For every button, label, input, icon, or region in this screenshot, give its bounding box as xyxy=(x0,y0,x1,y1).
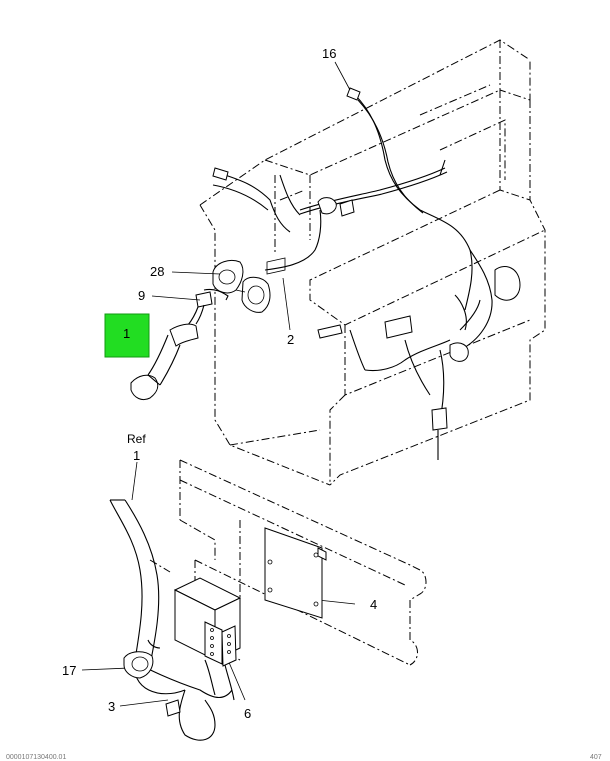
callout-2[interactable]: 2 xyxy=(287,332,294,347)
exhaust-flange-28 xyxy=(212,259,271,313)
callout-28[interactable]: 28 xyxy=(150,264,164,279)
callout-1-highlighted[interactable]: 1 xyxy=(123,326,130,341)
callout-3[interactable]: 3 xyxy=(108,699,115,714)
harness-wiring xyxy=(212,87,521,460)
bracket-plate-4 xyxy=(264,527,327,619)
footer-right-code: 407 xyxy=(590,754,602,761)
callout-6[interactable]: 6 xyxy=(244,706,251,721)
footer-left-code: 0000107130400.01 xyxy=(6,754,66,761)
engine-block-outline xyxy=(199,39,546,486)
callout-16[interactable]: 16 xyxy=(322,46,336,61)
control-module-6 xyxy=(173,577,242,667)
leader-lines xyxy=(81,61,356,707)
callout-9[interactable]: 9 xyxy=(138,288,145,303)
callout-17[interactable]: 17 xyxy=(62,663,76,678)
callout-4[interactable]: 4 xyxy=(370,597,377,612)
callout-1-ref[interactable]: 1 xyxy=(133,448,140,463)
connector-tube-9 xyxy=(187,288,229,326)
ref-label: Ref xyxy=(127,432,146,446)
callout-labels: 16 28 9 2 1 Ref 1 4 17 3 6 xyxy=(62,46,377,721)
lower-harness-17 xyxy=(109,499,235,741)
highlight-box-1[interactable] xyxy=(104,313,150,358)
hose-part-1 xyxy=(130,323,199,401)
